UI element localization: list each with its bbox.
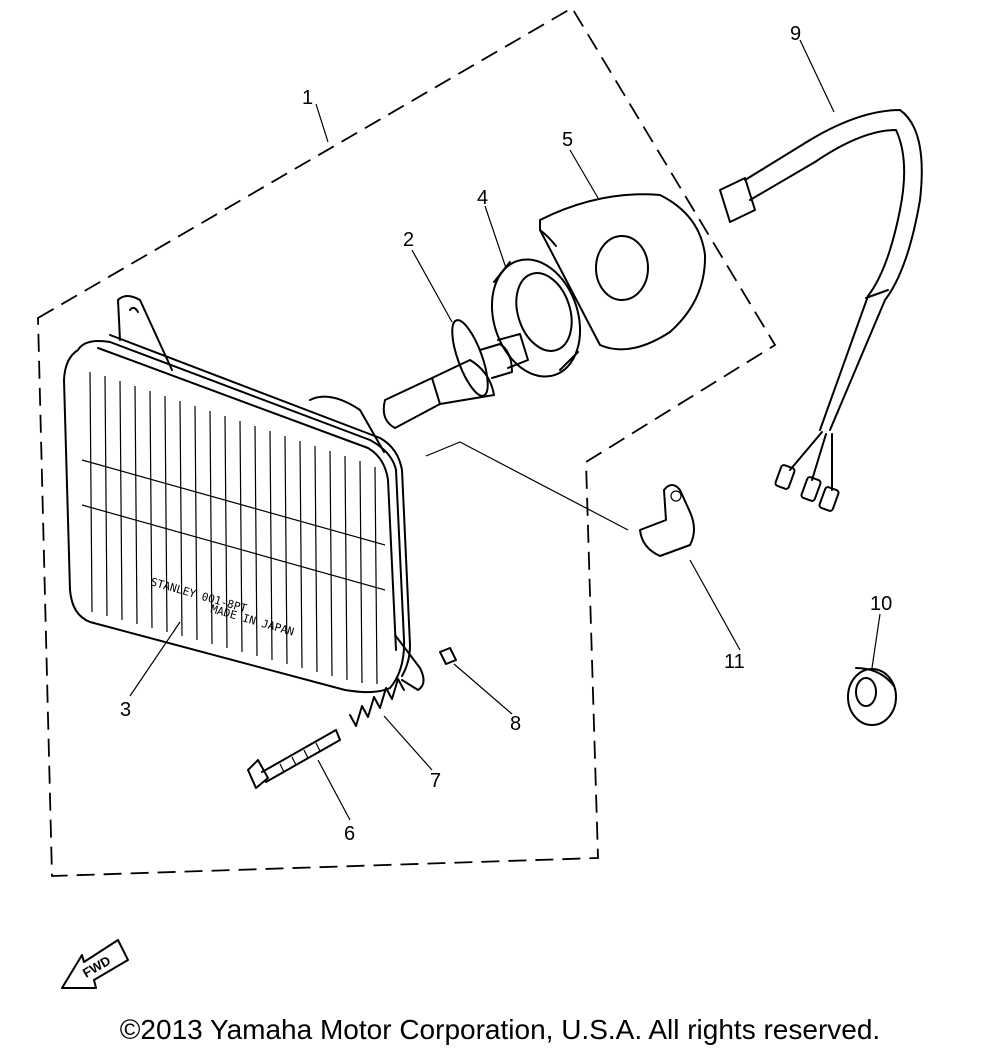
headlight-unit: STANLEY 001-8PT MADE IN JAPAN	[63, 295, 425, 694]
callout-11: 11	[724, 651, 745, 673]
callout-8: 8	[510, 713, 521, 735]
wire-harness	[719, 109, 923, 512]
adjusting-bolt	[247, 729, 341, 789]
callout-4: 4	[477, 187, 488, 209]
assembly-boundary	[37, 6, 777, 877]
lens-marking-origin: MADE IN JAPAN	[209, 602, 295, 638]
callout-6: 6	[344, 823, 355, 845]
callout-1: 1	[302, 87, 313, 109]
callout-2: 2	[403, 229, 414, 251]
grommet	[847, 667, 897, 726]
leader-lines	[129, 39, 881, 821]
callout-10: 10	[870, 593, 892, 615]
clamp	[639, 484, 695, 557]
nut	[439, 647, 457, 665]
socket-holder	[490, 258, 582, 378]
headlight-cover	[539, 193, 707, 351]
lens-ribs	[81, 371, 386, 685]
callout-9: 9	[790, 23, 801, 45]
fwd-label: FWD	[80, 953, 113, 981]
callout-5: 5	[562, 129, 573, 151]
spring	[349, 678, 405, 727]
bulb	[382, 319, 529, 429]
callout-3: 3	[120, 699, 131, 721]
callout-7: 7	[430, 770, 441, 792]
copyright-notice: ©2013 Yamaha Motor Corporation, U.S.A. A…	[119, 1014, 881, 1045]
fwd-arrow-icon: FWD	[61, 939, 129, 989]
